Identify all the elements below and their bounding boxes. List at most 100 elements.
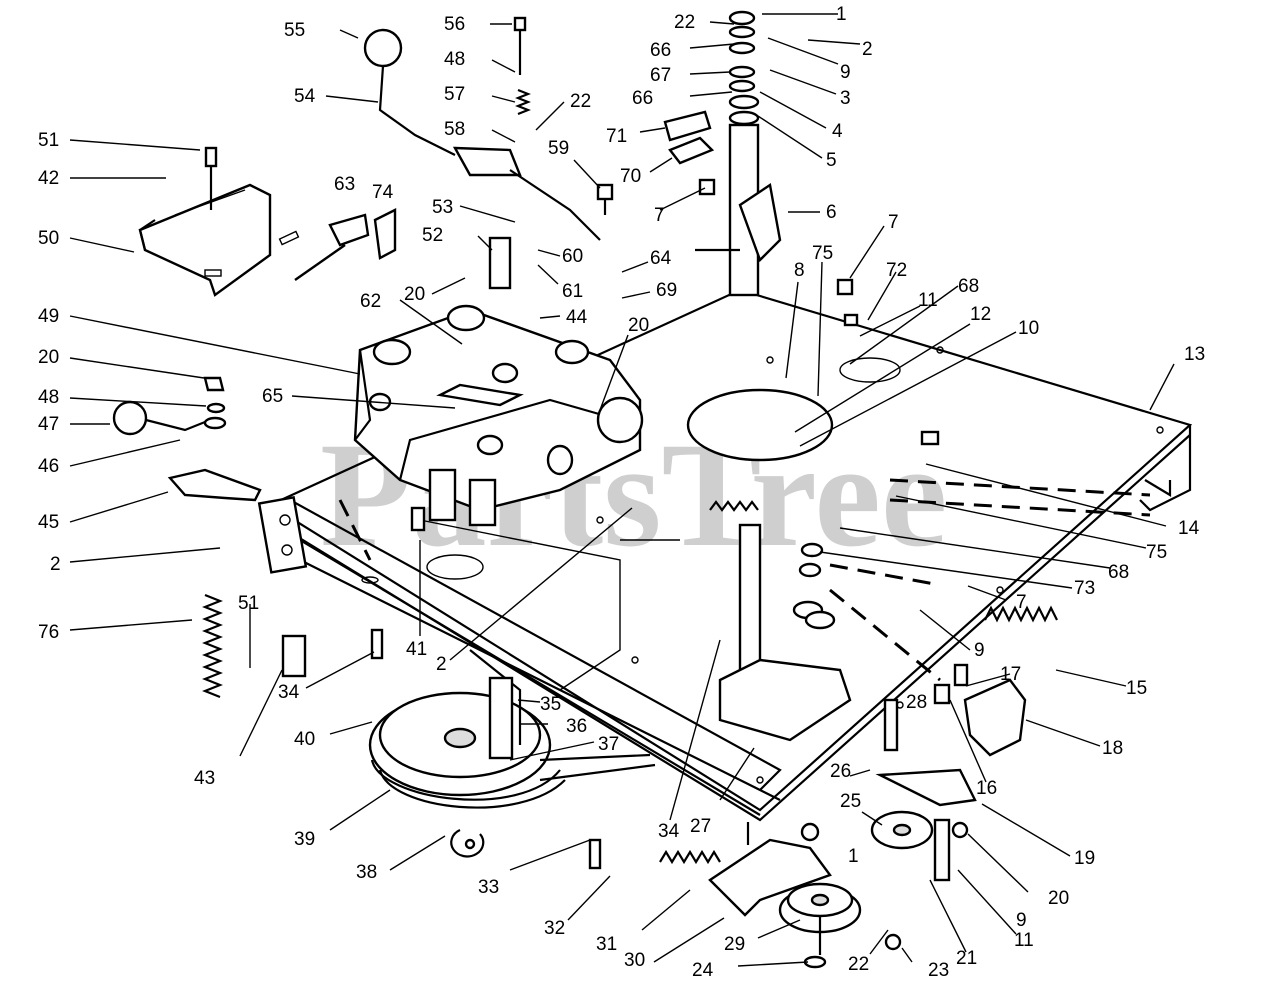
callout-34: 34 (278, 682, 300, 703)
callout-28: 28 (906, 692, 927, 713)
callout-4: 4 (832, 121, 843, 142)
callout-74: 74 (372, 182, 394, 203)
disc-plate (686, 388, 834, 462)
bracket-45 (167, 468, 262, 502)
idler-pulley-25 (870, 810, 934, 850)
callout-2b: 2 (50, 554, 61, 575)
callout-20c: 20 (38, 347, 59, 368)
drive-pulley (368, 691, 566, 809)
callout-13: 13 (1184, 344, 1205, 365)
callout-11b: 11 (918, 290, 938, 311)
callout-68: 68 (1108, 562, 1129, 583)
steering-shaft (663, 10, 782, 297)
callout-76: 76 (38, 622, 59, 643)
callout-5: 5 (826, 150, 837, 171)
callout-20b: 20 (628, 315, 649, 336)
callout-55: 55 (284, 20, 305, 41)
callout-39: 39 (294, 829, 315, 850)
callout-23: 23 (928, 960, 949, 981)
callout-7c: 7 (888, 212, 899, 233)
callout-7: 7 (654, 205, 665, 226)
callout-41: 41 (406, 639, 427, 660)
callout-20d: 20 (1048, 888, 1069, 909)
callout-14: 14 (1178, 518, 1200, 539)
callout-32: 32 (544, 918, 565, 939)
callout-38: 38 (356, 862, 377, 883)
drive-belt (469, 649, 656, 782)
callout-50: 50 (38, 228, 59, 249)
bracket-plate (138, 183, 300, 297)
idler-bracket-30 (708, 822, 832, 917)
callout-66b: 66 (632, 88, 653, 109)
spring-75 (709, 500, 759, 512)
callout-71: 71 (606, 126, 627, 147)
callout-31: 31 (596, 934, 617, 955)
callout-8: 8 (794, 260, 805, 281)
callout-60: 60 (562, 246, 583, 267)
callout-35: 35 (540, 694, 561, 715)
callout-19: 19 (1074, 848, 1095, 869)
callout-43: 43 (194, 768, 215, 789)
callout-73: 73 (1074, 578, 1095, 599)
callout-34b: 34 (658, 821, 680, 842)
spring-76 (202, 593, 223, 699)
callout-1b: 1 (848, 846, 859, 867)
callout-62: 62 (360, 291, 381, 312)
callout-65: 65 (262, 386, 283, 407)
callout-44: 44 (566, 307, 588, 328)
callout-48b: 48 (38, 387, 59, 408)
callout-7b: 7 (1016, 592, 1027, 613)
callout-15: 15 (1126, 678, 1147, 699)
callout-42: 42 (38, 168, 59, 189)
callout-1: 1 (836, 4, 847, 25)
leader-lines (69, 13, 1175, 967)
callout-72: 72 (886, 260, 907, 281)
callout-75b: 75 (812, 243, 833, 264)
fasteners (204, 16, 969, 951)
side-rail (257, 496, 782, 801)
callout-9c: 9 (974, 640, 985, 661)
callout-68b: 68 (958, 276, 979, 297)
bracket-18 (963, 678, 1027, 757)
control-lever (112, 376, 227, 436)
callout-9: 9 (840, 62, 851, 83)
transmission-housing (353, 304, 644, 527)
callout-54: 54 (294, 86, 316, 107)
callout-61: 61 (562, 281, 583, 302)
callout-37: 37 (598, 734, 619, 755)
callout-75: 75 (1146, 542, 1167, 563)
callout-9b: 9 (1016, 910, 1027, 931)
callout-47: 47 (38, 414, 59, 435)
callout-51b: 51 (238, 593, 259, 614)
callout-46: 46 (38, 456, 59, 477)
callout-45: 45 (38, 512, 59, 533)
shift-lever (363, 28, 601, 241)
callout-63: 63 (334, 174, 355, 195)
callout-17: 17 (1000, 664, 1021, 685)
lower-shaft (718, 523, 852, 742)
callout-16: 16 (976, 778, 997, 799)
callout-66: 66 (650, 40, 671, 61)
callout-58: 58 (444, 119, 465, 140)
callout-27: 27 (690, 816, 711, 837)
callout-10: 10 (1018, 318, 1039, 339)
callout-2: 2 (862, 39, 873, 60)
callout-22c: 22 (848, 954, 869, 975)
callout-57: 57 (444, 84, 465, 105)
callout-70: 70 (620, 166, 641, 187)
callout-20: 20 (404, 284, 425, 305)
callout-29: 29 (724, 934, 745, 955)
callout-51: 51 (38, 130, 59, 151)
callout-22b: 22 (570, 91, 591, 112)
callout-11: 11 (1014, 930, 1034, 951)
callout-49: 49 (38, 306, 59, 327)
callout-40: 40 (294, 729, 315, 750)
callout-3: 3 (840, 88, 851, 109)
spring-31 (659, 849, 721, 865)
callout-25: 25 (840, 791, 861, 812)
callout-52: 52 (422, 225, 443, 246)
callout-30: 30 (624, 950, 645, 971)
callout-26: 26 (830, 761, 851, 782)
callout-33: 33 (478, 877, 499, 898)
